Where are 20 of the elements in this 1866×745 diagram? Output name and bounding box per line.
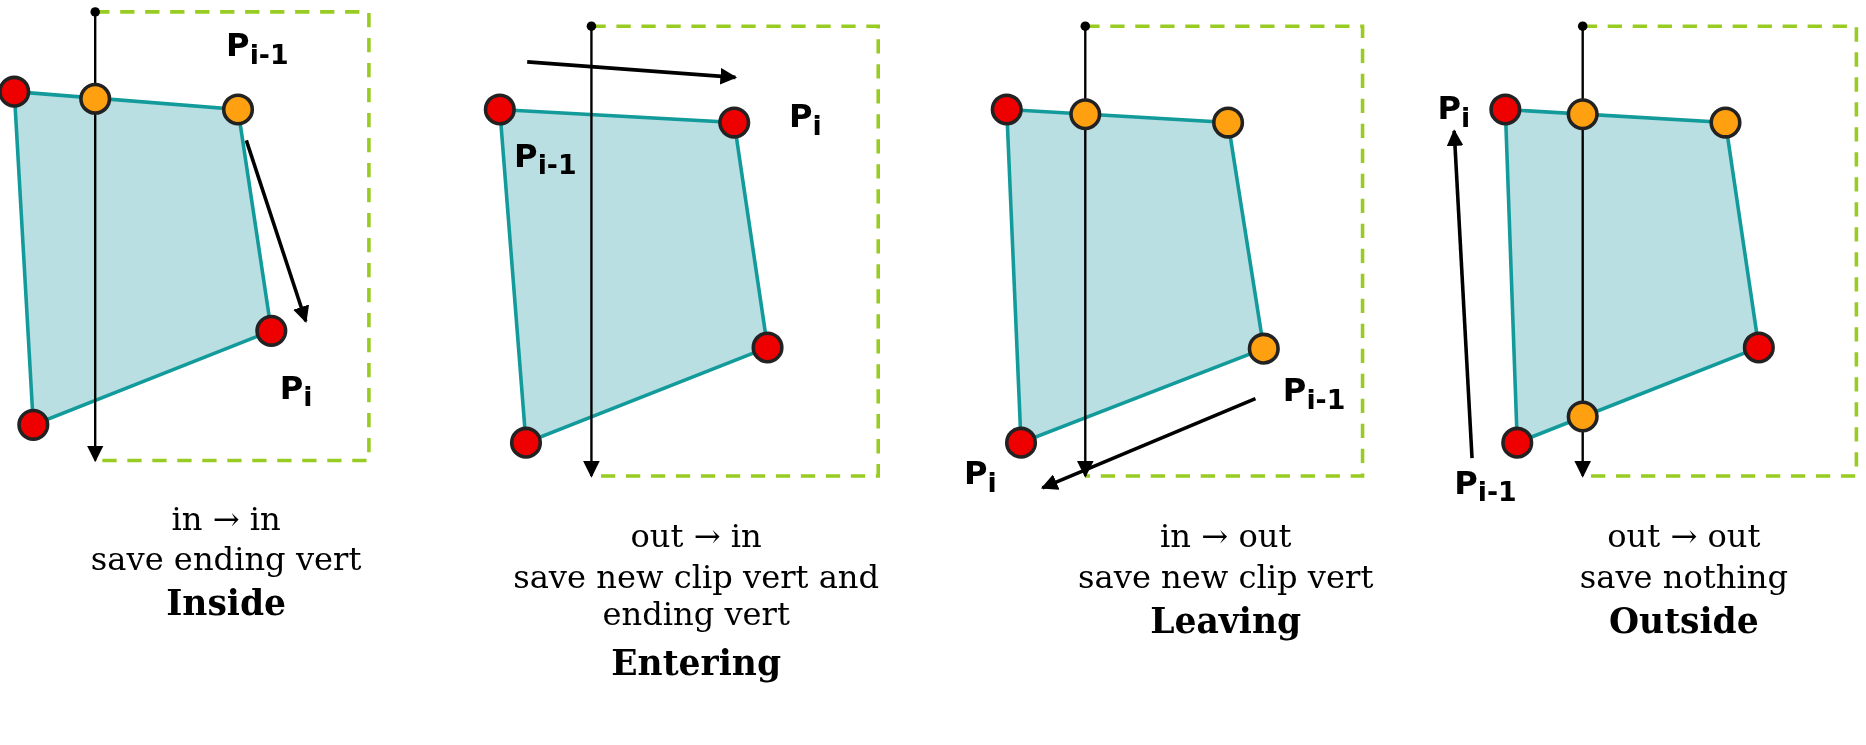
vertex-label: P$_{i-1}$ xyxy=(1454,464,1517,508)
case-transition: out → in xyxy=(629,517,763,555)
case-title: Leaving xyxy=(1149,600,1303,642)
vertex-label: P$_{i}$ xyxy=(1437,89,1471,133)
case-transition: in → in xyxy=(170,499,282,537)
case-title: Inside xyxy=(165,583,288,624)
vertex-label: P$_{i-1}$ xyxy=(514,136,577,181)
vertex-label: P$_{i}$ xyxy=(963,454,997,498)
case-title: Outside xyxy=(1607,600,1760,642)
vertex-label: P$_{i}$ xyxy=(788,97,822,141)
case-action: save ending vert xyxy=(89,540,363,578)
vertex-label: P$_{i-1}$ xyxy=(226,26,289,70)
case-transition: in → out xyxy=(1159,517,1293,555)
case-action: save new clip vert and ending vert xyxy=(512,558,881,632)
case-transition: out → out xyxy=(1606,517,1762,555)
vertex-label: P$_{i}$ xyxy=(279,368,313,413)
case-action: save nothing xyxy=(1578,558,1789,595)
case-action: save new clip vert xyxy=(1077,558,1375,595)
case-title: Entering xyxy=(610,642,783,684)
vertex-label: P$_{i-1}$ xyxy=(1282,371,1346,415)
